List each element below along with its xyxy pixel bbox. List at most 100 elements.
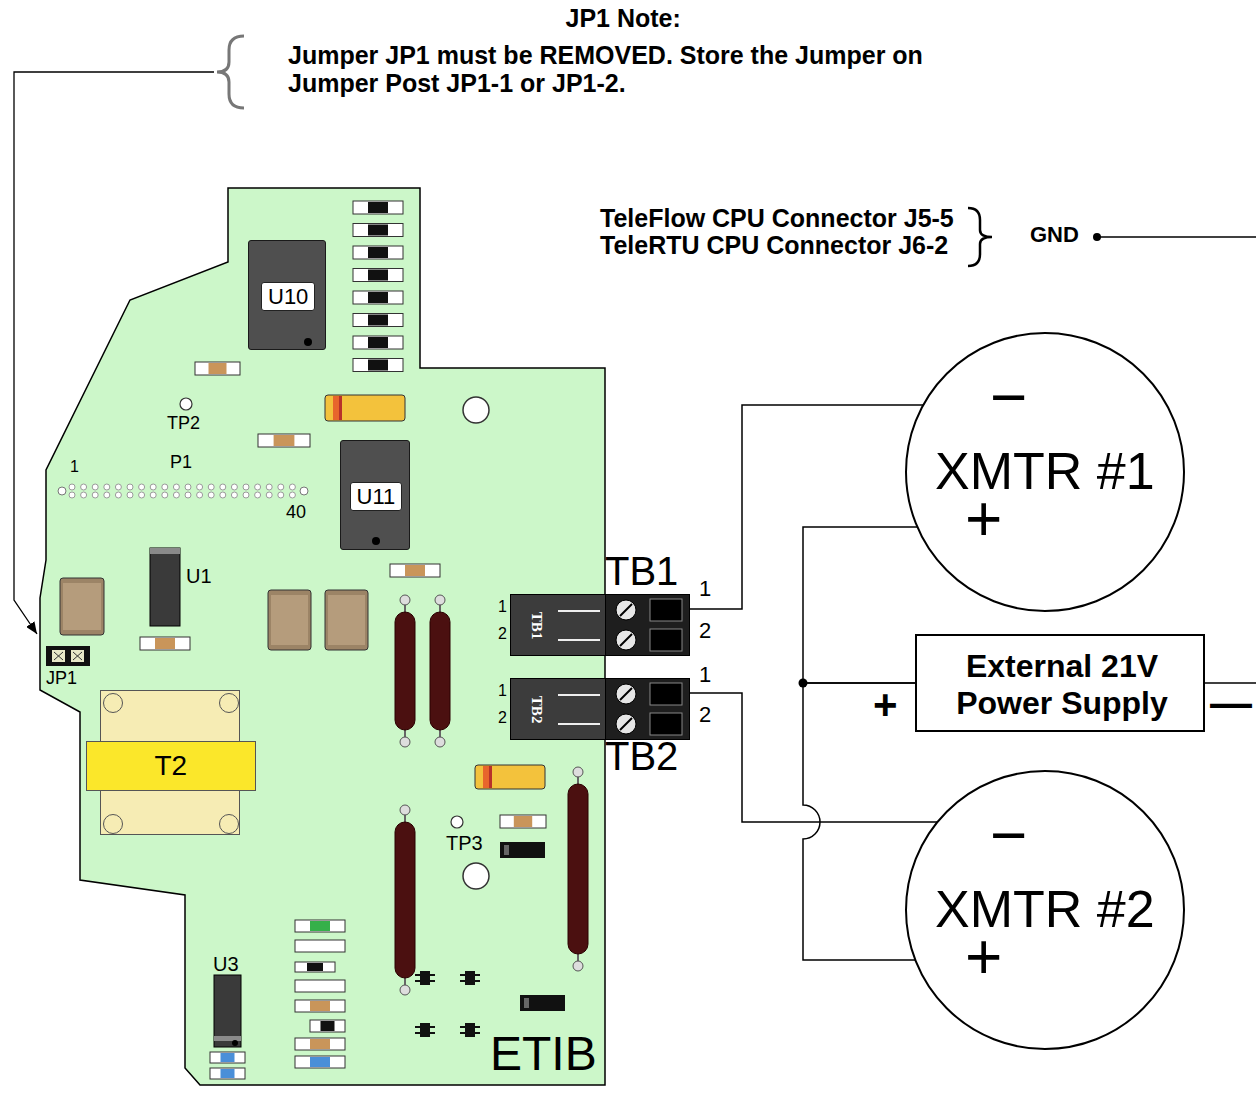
resistor-array [353, 336, 403, 349]
connector-pin [289, 492, 295, 498]
connector-pin [266, 484, 272, 490]
ceramic-capacitor [60, 578, 104, 635]
connector-pin [289, 484, 295, 490]
smd-resistor [295, 980, 345, 992]
pin-number: 1 [70, 458, 79, 476]
transmitter-circle [906, 333, 1184, 611]
terminal-heading: TB2 [605, 733, 678, 779]
smd-resistor [310, 921, 330, 931]
connector-pin [208, 492, 214, 498]
smd-resistor [390, 564, 440, 577]
terminal-body [606, 679, 690, 740]
resistor-array [353, 269, 403, 282]
connector-pin [69, 492, 75, 498]
smd-resistor [310, 1057, 330, 1067]
transmitter: −XMTR #1+ [905, 332, 1185, 612]
connector-pin [266, 492, 272, 498]
smd-resistor [210, 1052, 245, 1063]
capacitor-band [483, 766, 489, 788]
connector-pin [104, 492, 110, 498]
capacitor-band [333, 396, 339, 420]
ic-package [214, 975, 241, 1047]
terminal-number: 1 [699, 662, 711, 687]
polarity-sign: + [965, 483, 1002, 557]
plug-label: TB2 [528, 695, 545, 723]
connector-pin [115, 492, 121, 498]
wire-clamp [650, 629, 682, 651]
power-resistor [395, 612, 415, 730]
capacitor-band [489, 766, 492, 788]
jumper-post-mark [54, 652, 82, 660]
smd-resistor [310, 1039, 330, 1049]
terminal-number: 2 [699, 618, 711, 643]
resistor-pad [573, 961, 583, 971]
connector-pin [81, 484, 87, 490]
signal-name: GND [1030, 222, 1079, 247]
diode [520, 995, 565, 1011]
terminal-screw [616, 630, 636, 650]
note-brace [217, 36, 244, 108]
plug-label: TB1 [528, 611, 545, 639]
connector-pin [139, 484, 145, 490]
part-label: JP1 [46, 668, 77, 689]
pin-number: 2 [498, 625, 507, 643]
resistor-array [353, 201, 403, 214]
smd-resistor [195, 362, 240, 375]
connector-pin [69, 484, 75, 490]
polarity-sign: + [873, 681, 898, 729]
ceramic-capacitor [268, 590, 311, 650]
smd-resistor [295, 1000, 345, 1012]
transistor-symbol [420, 971, 430, 985]
resistor-pad [400, 737, 410, 747]
smd-resistor [514, 816, 532, 827]
terminal-body [606, 595, 690, 656]
ic-chip: U10 [248, 240, 326, 350]
mounting-screw [103, 814, 123, 834]
resistor-array [368, 202, 388, 213]
pin-number: 1 [498, 682, 507, 700]
wire-clamp [650, 599, 682, 621]
terminal-heading: TB1 [605, 548, 678, 594]
ic-package [214, 1036, 241, 1041]
diode-band [524, 998, 529, 1008]
connector-pin [278, 492, 284, 498]
ic-package [150, 548, 180, 554]
diode-band [504, 845, 509, 855]
smd-resistor [295, 920, 345, 932]
wire [803, 683, 915, 960]
connector-pin [81, 492, 87, 498]
power-resistor [430, 612, 450, 730]
terminal-block: TB1TB1 [510, 594, 690, 656]
smd-resistor [295, 1056, 345, 1068]
connector-pin [185, 484, 191, 490]
connector-pin [231, 492, 237, 498]
power-supply-name: External 21V Power Supply [930, 648, 1194, 722]
transformer-label: T2 [155, 750, 188, 782]
note-heading: JP1 Note: [566, 4, 681, 33]
test-point [180, 398, 192, 410]
jumper-header [46, 646, 90, 666]
wire-clamp [650, 683, 682, 705]
transistor-symbol [465, 1023, 475, 1037]
part-label: U1 [186, 565, 212, 588]
pin-number: 40 [286, 502, 306, 523]
pin-number: 2 [498, 709, 507, 727]
connector-pin [243, 484, 249, 490]
bracket [968, 208, 992, 266]
resistor-pad [435, 737, 445, 747]
connector-pin [173, 484, 179, 490]
smd-resistor [140, 637, 190, 650]
smd-resistor [310, 981, 330, 991]
pin-one-dot [232, 1040, 238, 1046]
mounting-hole [463, 397, 489, 423]
pin-one-dot [372, 537, 380, 545]
plug-body [511, 595, 606, 656]
power-resistor [568, 784, 588, 954]
wire [803, 527, 917, 683]
screw-slot [620, 718, 632, 730]
screw-slot [620, 634, 632, 646]
connector-pin [220, 484, 226, 490]
transmitter-circle [906, 771, 1184, 1049]
connector-hole [58, 487, 66, 495]
transmitter: −XMTR #2+ [905, 770, 1185, 1050]
